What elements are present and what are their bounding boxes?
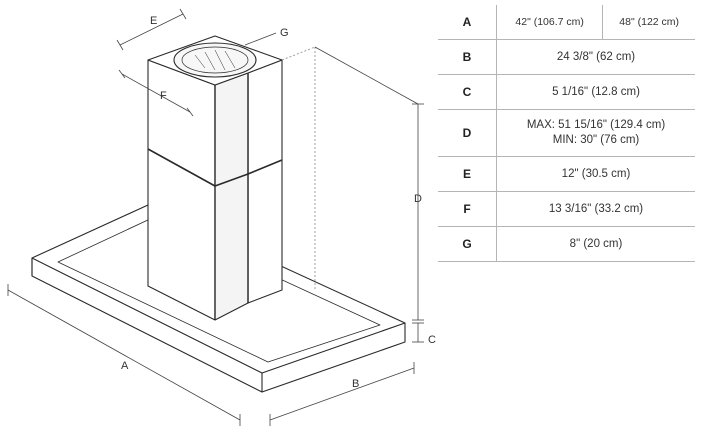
table-row: G 8" (20 cm) [438, 226, 695, 262]
range-hood-diagram: A B C D E F G [7, 8, 436, 426]
row-value-48: 48" (122 cm) [602, 5, 695, 40]
row-key: G [438, 226, 497, 262]
row-key: D [438, 109, 497, 157]
row-key: C [438, 74, 497, 110]
dim-label-d: D [414, 193, 422, 205]
dim-label-c: C [428, 334, 436, 346]
row-value: 8" (20 cm) [496, 226, 695, 262]
chimney-right-face [247, 59, 283, 304]
dim-label-b: B [352, 378, 359, 390]
row-value: 12" (30.5 cm) [496, 156, 695, 192]
row-value-max: MAX: 51 15/16" (129.4 cm) [526, 119, 666, 131]
row-key: B [438, 39, 497, 75]
canopy-front-right [261, 323, 406, 393]
table-row: D MAX: 51 15/16" (129.4 cm) MIN: 30" (76… [438, 109, 695, 157]
dimension-table: A 42" (106.7 cm) 48" (122 cm) B 24 3/8" … [438, 5, 695, 262]
table-row: E 12" (30.5 cm) [438, 156, 695, 192]
dim-label-a: A [121, 360, 129, 372]
dim-label-e: E [150, 15, 157, 27]
row-key: E [438, 156, 497, 192]
chimney-seam [214, 72, 249, 321]
duct-collar [173, 42, 257, 78]
row-value-42: 42" (106.7 cm) [496, 5, 604, 40]
row-key: A [438, 5, 497, 40]
table-row: A 42" (106.7 cm) 48" (122 cm) [438, 5, 695, 40]
row-value: 24 3/8" (62 cm) [496, 39, 695, 75]
chimney-left-face [147, 59, 216, 321]
dim-label-g: G [280, 27, 289, 39]
row-value: MAX: 51 15/16" (129.4 cm) MIN: 30" (76 c… [496, 109, 695, 157]
table-row: C 5 1/16" (12.8 cm) [438, 74, 695, 110]
hood-line-drawing: A B C D E F G [7, 8, 436, 426]
dim-label-f: F [160, 90, 167, 102]
canopy-inner-rim [57, 218, 381, 363]
table-row: F 13 3/16" (33.2 cm) [438, 191, 695, 227]
table-row: B 24 3/8" (62 cm) [438, 39, 695, 75]
chimney-mid-seam [147, 148, 283, 187]
row-value-min: MIN: 30" (76 cm) [552, 134, 640, 146]
row-value: 5 1/16" (12.8 cm) [496, 74, 695, 110]
row-key: F [438, 191, 497, 227]
row-value: 13 3/16" (33.2 cm) [496, 191, 695, 227]
